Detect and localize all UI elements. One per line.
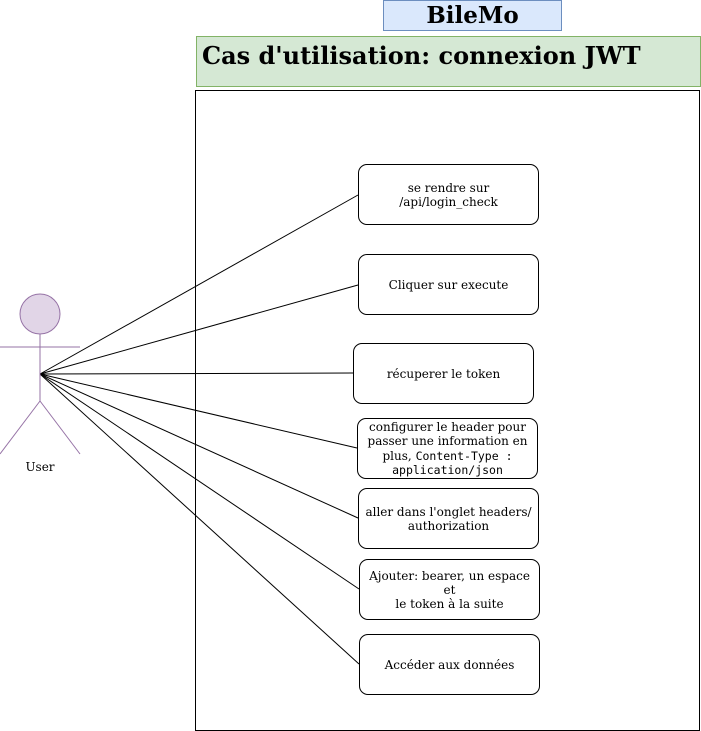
usecase-line: Accéder aux données xyxy=(384,657,515,672)
usecase-line: se rendre sur xyxy=(407,180,490,195)
association-line-2 xyxy=(39,284,359,375)
association-line-7 xyxy=(39,373,360,665)
usecase-line: /api/login_check xyxy=(399,194,498,209)
usecase-headers-tab: aller dans l'onglet headers/ authorizati… xyxy=(358,488,539,549)
usecase-click-execute: Cliquer sur execute xyxy=(358,254,539,315)
usecase-configure-header: configurer le header pour passer une inf… xyxy=(357,418,538,479)
usecase-login-check: se rendre sur /api/login_check xyxy=(358,164,539,225)
usecase-code: Content-Type : application/json xyxy=(392,448,513,478)
usecase-text: configurer le header pour passer une inf… xyxy=(367,419,528,463)
association-line-1 xyxy=(39,194,359,375)
usecase-get-token: récuperer le token xyxy=(353,343,534,404)
usecase-line: le token à la suite xyxy=(395,596,504,611)
association-line-6 xyxy=(39,373,360,590)
actor-figure xyxy=(0,293,81,455)
usecase-line: Ajouter: bearer, un espace et xyxy=(369,568,530,597)
actor-right-leg xyxy=(39,400,81,455)
association-line-4 xyxy=(39,373,358,449)
usecase-line: Cliquer sur execute xyxy=(388,277,509,292)
usecase-add-bearer: Ajouter: bearer, un espace et le token à… xyxy=(359,559,540,620)
association-line-3 xyxy=(39,372,354,375)
actor-left-leg xyxy=(0,400,41,455)
usecase-line: authorization xyxy=(407,518,490,533)
diagram-title: Cas d'utilisation: connexion JWT xyxy=(196,36,701,87)
usecase-line: aller dans l'onglet headers/ xyxy=(365,504,532,519)
app-title: BileMo xyxy=(383,0,562,31)
actor-head xyxy=(19,293,61,335)
usecase-access-data: Accéder aux données xyxy=(359,634,540,695)
actor-label: User xyxy=(25,460,55,474)
usecase-line: récuperer le token xyxy=(386,366,501,381)
association-line-5 xyxy=(39,373,359,519)
